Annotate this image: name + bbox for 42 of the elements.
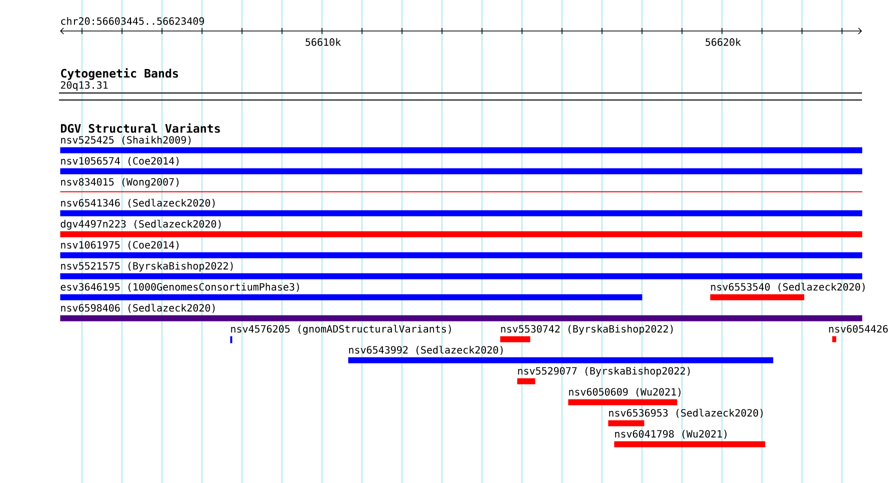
variant-feature: nsv6054426	[829, 325, 888, 342]
node-label: nsv525425 (Shaikh2009)	[61, 136, 191, 145]
variant-feature: dgv4497n223 (Sedlazeck2020)	[60, 220, 862, 238]
variant-feature: nsv834015 (Wong2007)	[60, 178, 862, 192]
track-heading: DGV Structural Variants	[61, 123, 220, 133]
region-label: chr20:56603445..56623409	[61, 17, 204, 25]
tick-label: 56610k	[306, 38, 341, 46]
variant-feature: nsv5529077 (ByrskaBishop2022)	[517, 366, 690, 384]
track-heading: Cytogenetic Bands	[61, 68, 178, 80]
variant-feature: nsv6541346 (Sedlazeck2020)	[60, 198, 862, 216]
variant-feature: nsv6536953 (Sedlazeck2020)	[608, 408, 763, 426]
variant-feature: nsv1061975 (Coe2014)	[60, 240, 862, 258]
node-label: nsv4576205 (gnomADStructuralVariants)	[231, 324, 451, 335]
variant-feature: nsv6598406 (Sedlazeck2020)	[60, 304, 862, 322]
variant-feature: nsv1056574 (Coe2014)	[60, 156, 862, 174]
node-label: nsv6050609 (Wu2021)	[569, 388, 681, 397]
node-label: nsv5521575 (ByrskaBishop2022)	[61, 262, 233, 272]
node-label: esv3646195 (1000GenomesConsortiumPhase3)	[60, 282, 299, 292]
tick-label: 56620k	[706, 38, 741, 46]
node-label: dgv4497n223 (Sedlazeck2020)	[60, 220, 221, 230]
node-label: nsv1056574 (Coe2014)	[61, 156, 179, 166]
node-label: nsv6054426	[829, 325, 888, 333]
variant-feature: nsv6050609 (Wu2021)	[568, 388, 680, 406]
node-label: nsv5529077 (ByrskaBishop2022)	[518, 366, 690, 377]
variant-feature: nsv6543992 (Sedlazeck2020)	[348, 346, 774, 364]
variant-feature: nsv6041798 (Wu2021)	[614, 430, 766, 448]
variant-feature: nsv5521575 (ByrskaBishop2022)	[60, 262, 862, 280]
variant-feature: nsv6553540 (Sedlazeck2020)	[710, 282, 865, 300]
node-label: nsv1061975 (Coe2014)	[61, 240, 179, 250]
node-label: nsv6598406 (Sedlazeck2020)	[61, 304, 215, 313]
band-label: 20q13.31	[60, 81, 108, 91]
variant-feature: nsv5530742 (ByrskaBishop2022)	[500, 324, 673, 342]
node-label: nsv5530742 (ByrskaBishop2022)	[501, 324, 673, 335]
node-label: nsv6553540 (Sedlazeck2020)	[711, 282, 865, 292]
variant-feature: nsv525425 (Shaikh2009)	[60, 136, 862, 154]
node-label: nsv6041798 (Wu2021)	[615, 430, 727, 439]
node-label: nsv6541346 (Sedlazeck2020)	[61, 198, 215, 208]
node-label: nsv6543992 (Sedlazeck2020)	[349, 346, 503, 355]
node-label: nsv834015 (Wong2007)	[61, 178, 179, 188]
node-label: nsv6536953 (Sedlazeck2020)	[609, 408, 763, 418]
variant-feature: esv3646195 (1000GenomesConsortiumPhase3)	[60, 282, 642, 300]
variant-feature: nsv4576205 (gnomADStructuralVariants)	[230, 324, 451, 344]
